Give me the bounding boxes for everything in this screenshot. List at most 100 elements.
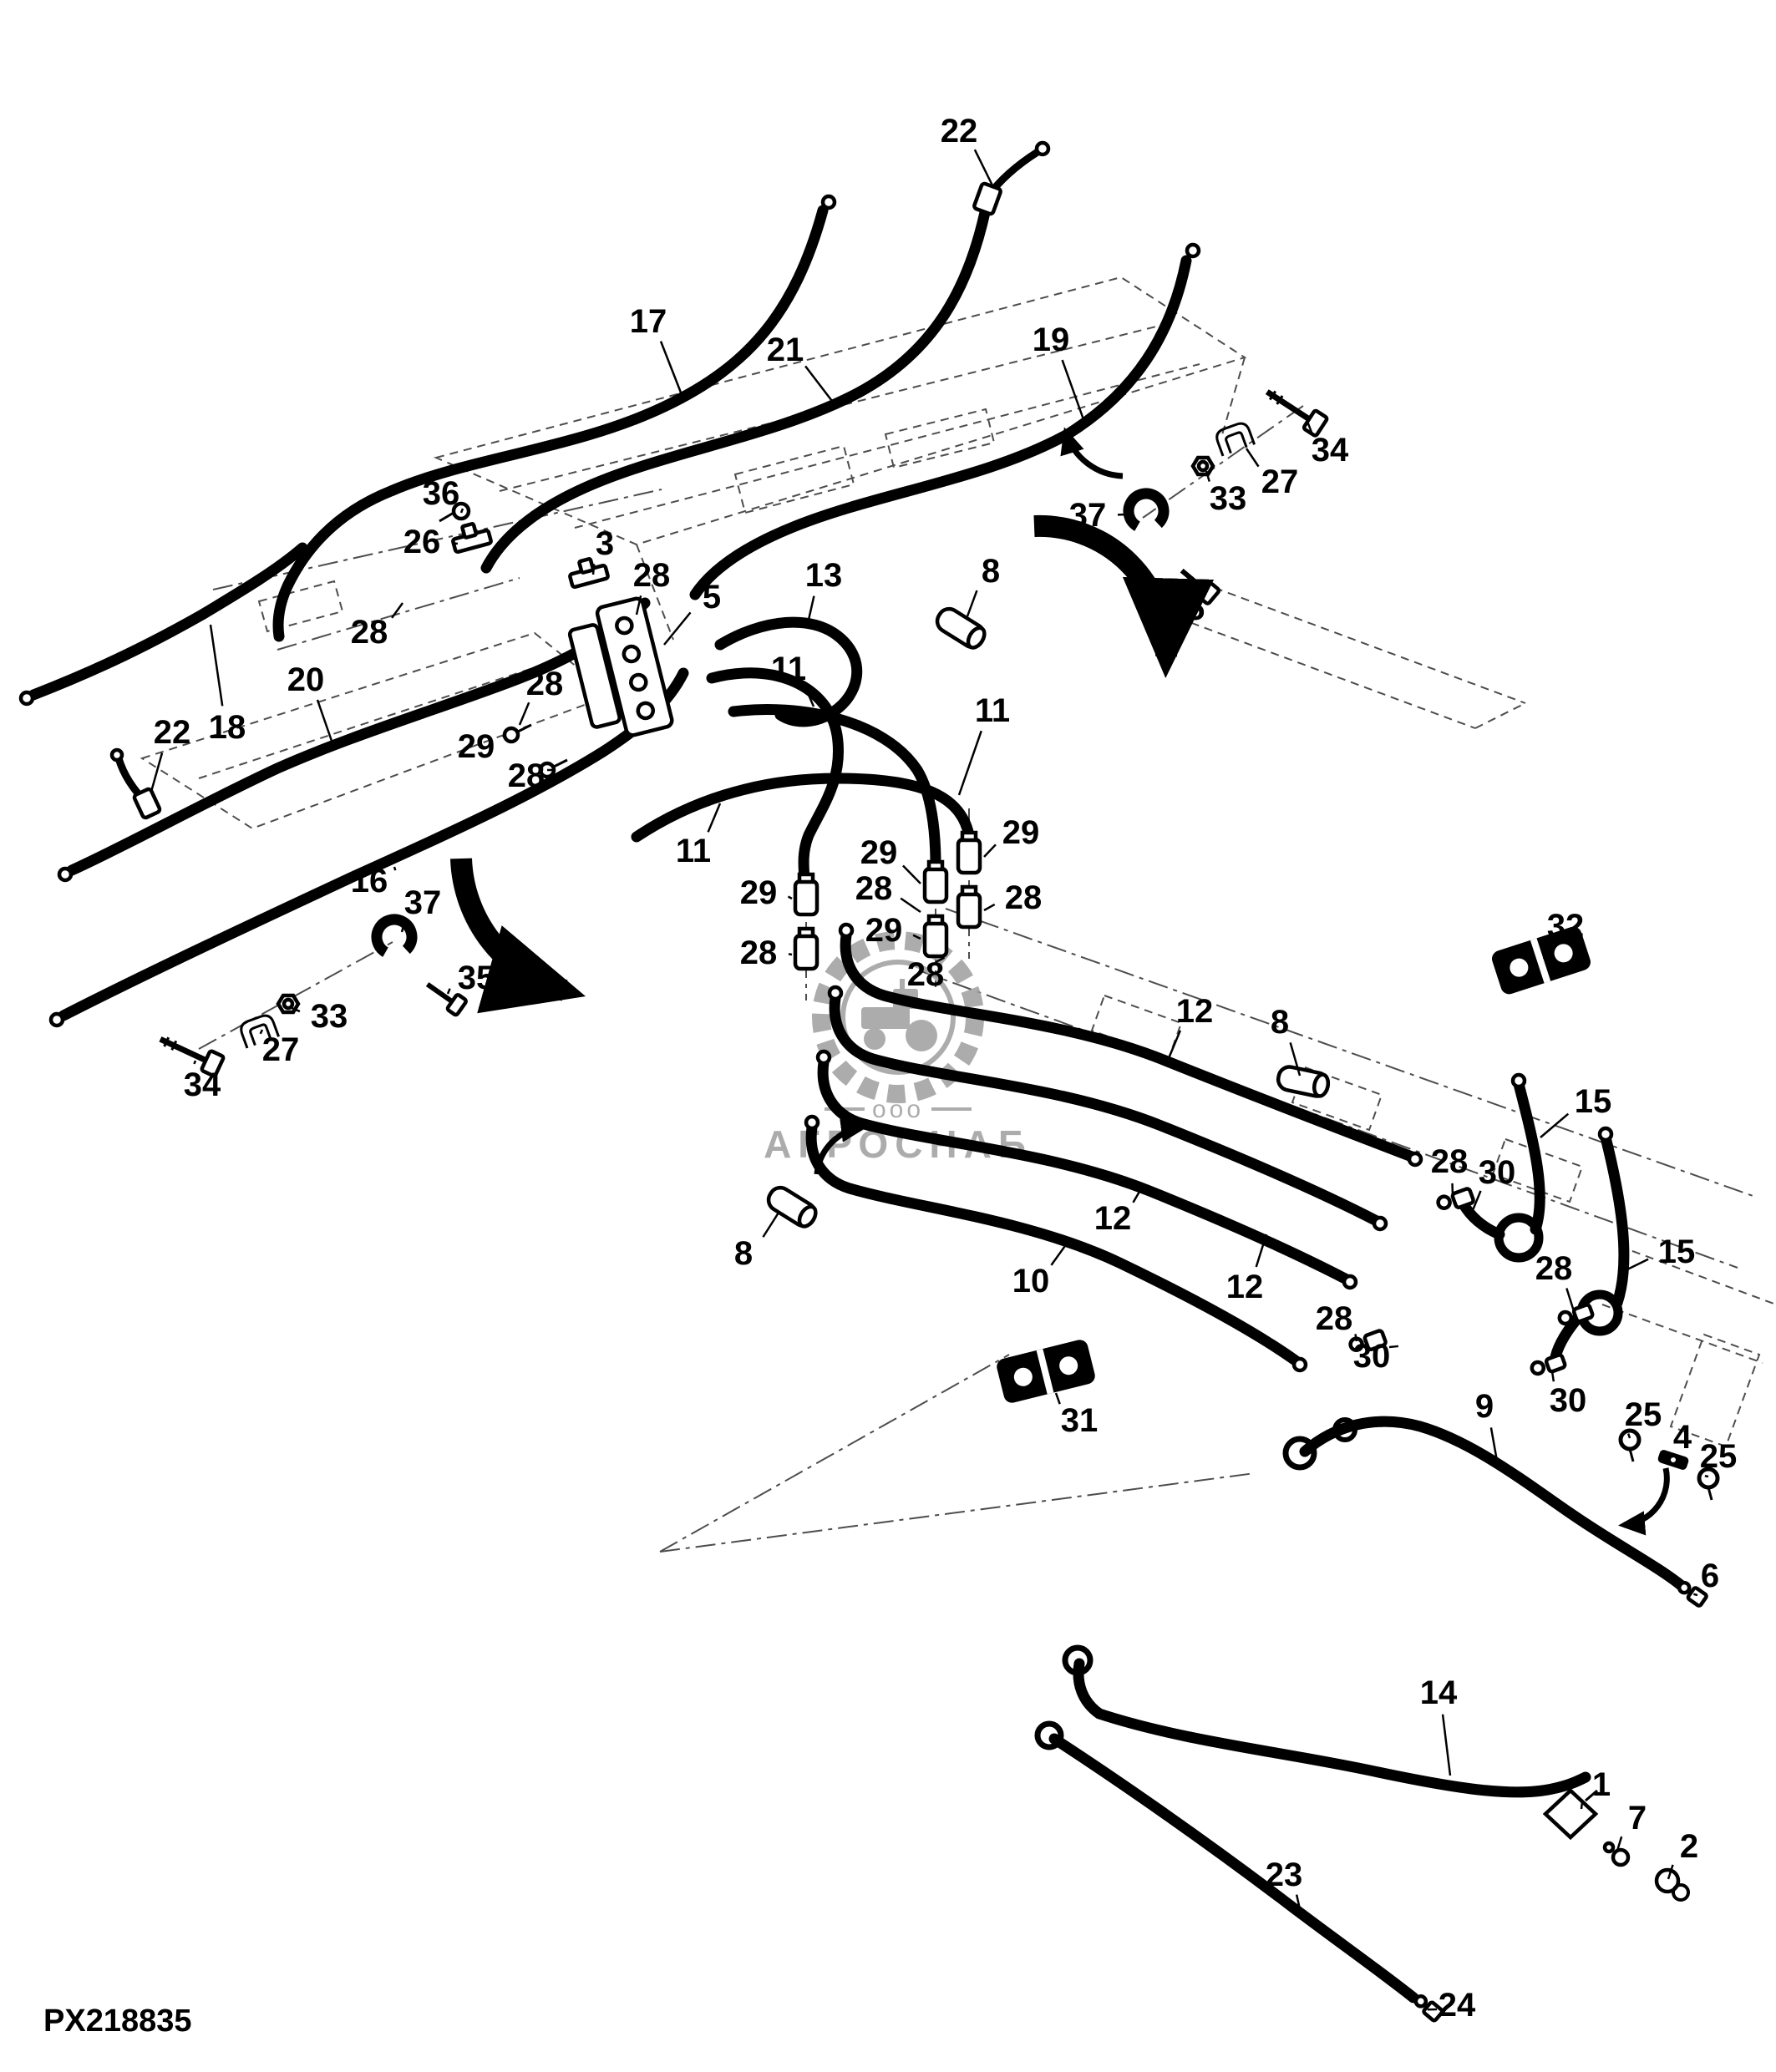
watermark-gear-inner xyxy=(840,960,956,1075)
callout-4: 4 xyxy=(1673,1419,1692,1456)
leader-11 xyxy=(707,803,722,833)
sleeve-8-top xyxy=(935,606,987,650)
coupler-stack-3 xyxy=(956,830,982,930)
leader-14 xyxy=(1441,1714,1452,1776)
hose-17 xyxy=(272,205,829,642)
hose-9-loop xyxy=(1332,1417,1357,1442)
leader-28 xyxy=(1565,1288,1576,1312)
callout-35: 35 xyxy=(1168,590,1205,627)
leader-29 xyxy=(902,864,921,884)
leader-26 xyxy=(451,541,459,545)
hose-14 xyxy=(1073,1658,1591,1798)
callout-29: 29 xyxy=(865,912,903,949)
grommet-37-left xyxy=(371,914,418,960)
callout-12: 12 xyxy=(1176,993,1214,1030)
callout-6: 6 xyxy=(1701,1558,1719,1594)
hose-21 xyxy=(480,195,993,574)
leader-33 xyxy=(1205,470,1210,482)
leader-31 xyxy=(1054,1392,1061,1405)
callout-28: 28 xyxy=(1005,879,1043,916)
fitting-3 xyxy=(568,557,610,589)
hose-tip xyxy=(838,922,855,939)
callout-28: 28 xyxy=(633,557,671,594)
callout-28: 28 xyxy=(508,757,545,794)
frame-box xyxy=(1491,1137,1584,1203)
clamp-32 xyxy=(1491,926,1591,995)
hose-14-clamp-ring xyxy=(1062,1644,1094,1676)
frame-strut xyxy=(636,544,674,641)
leader-8 xyxy=(966,590,978,617)
callout-25: 25 xyxy=(1700,1438,1738,1475)
callout-29: 29 xyxy=(1002,814,1040,851)
leader-28 xyxy=(900,897,921,914)
arrows-layer xyxy=(450,427,1670,1536)
hose-tip xyxy=(1597,1126,1614,1142)
leader-28 xyxy=(935,956,946,964)
centerline xyxy=(1142,405,1304,519)
leader-12 xyxy=(1132,1185,1144,1203)
centerline-rail xyxy=(945,908,1758,1198)
fitting-28-30-a xyxy=(1436,1187,1475,1210)
leader-28 xyxy=(635,595,642,616)
leader-28 xyxy=(1354,1334,1358,1342)
frame-box xyxy=(1291,1066,1383,1132)
callout-27: 27 xyxy=(262,1031,300,1068)
leader-36 xyxy=(459,508,464,514)
leader-8 xyxy=(1289,1042,1302,1077)
leader-37 xyxy=(400,919,407,933)
callout-30: 30 xyxy=(1353,1338,1391,1375)
frame-rail-lower xyxy=(1601,1304,1763,1364)
hose-15-b xyxy=(1600,1132,1630,1309)
callout-36: 36 xyxy=(423,475,460,512)
part-7 xyxy=(1602,1841,1631,1867)
leader-22 xyxy=(150,752,164,793)
hose-tip xyxy=(1291,1356,1308,1373)
hose-tip xyxy=(820,194,837,210)
leader-11 xyxy=(957,730,982,796)
bolt-34-left xyxy=(159,1036,226,1078)
hose-11-a xyxy=(706,667,844,884)
rotate-arrow-left xyxy=(450,858,586,1014)
centerline xyxy=(277,577,520,651)
leader-33 xyxy=(289,1006,301,1013)
hose-9-clamp-ring xyxy=(1282,1436,1317,1471)
bracket-5 xyxy=(567,596,674,737)
callout-3: 3 xyxy=(596,525,614,562)
sleeve-8-left xyxy=(766,1185,818,1229)
hose-15-a-stub xyxy=(1458,1198,1505,1240)
fitting-6 xyxy=(1677,1580,1708,1608)
hose-15-a-loop xyxy=(1494,1213,1544,1263)
hose-15-a xyxy=(1513,1078,1545,1235)
leader-19 xyxy=(1061,359,1086,423)
frame-line xyxy=(574,363,1200,529)
callout-8: 8 xyxy=(734,1235,753,1272)
leader-27 xyxy=(1245,448,1260,468)
coupler-stack-1 xyxy=(793,872,819,971)
callout-26: 26 xyxy=(403,524,441,560)
callout-28: 28 xyxy=(740,935,778,971)
leader-9 xyxy=(1489,1427,1499,1467)
leader-27 xyxy=(259,1029,264,1035)
callout-11: 11 xyxy=(975,692,1010,729)
leader-34 xyxy=(193,1060,197,1065)
fitting-28-c xyxy=(1557,1303,1595,1326)
hose-11-c xyxy=(631,773,975,843)
frame-detail xyxy=(884,408,996,469)
small-arrow-8 xyxy=(814,1117,868,1175)
leader-25 xyxy=(1626,1433,1631,1439)
hose-12-c xyxy=(817,1056,1352,1285)
part-2-plug xyxy=(1654,1867,1690,1902)
clamp-27-right xyxy=(1215,422,1256,457)
hose-tip xyxy=(827,985,844,1001)
sleeve-8-mid xyxy=(1276,1065,1331,1098)
hose-tip xyxy=(815,1049,832,1066)
callout-32: 32 xyxy=(1547,908,1585,945)
hose-12-a xyxy=(840,930,1418,1163)
leader-29 xyxy=(983,843,997,858)
callout-35: 35 xyxy=(458,960,495,996)
clamp-27-left xyxy=(240,1014,280,1049)
small-arrow-25 xyxy=(1618,1467,1670,1536)
leader-7 xyxy=(1616,1836,1623,1852)
